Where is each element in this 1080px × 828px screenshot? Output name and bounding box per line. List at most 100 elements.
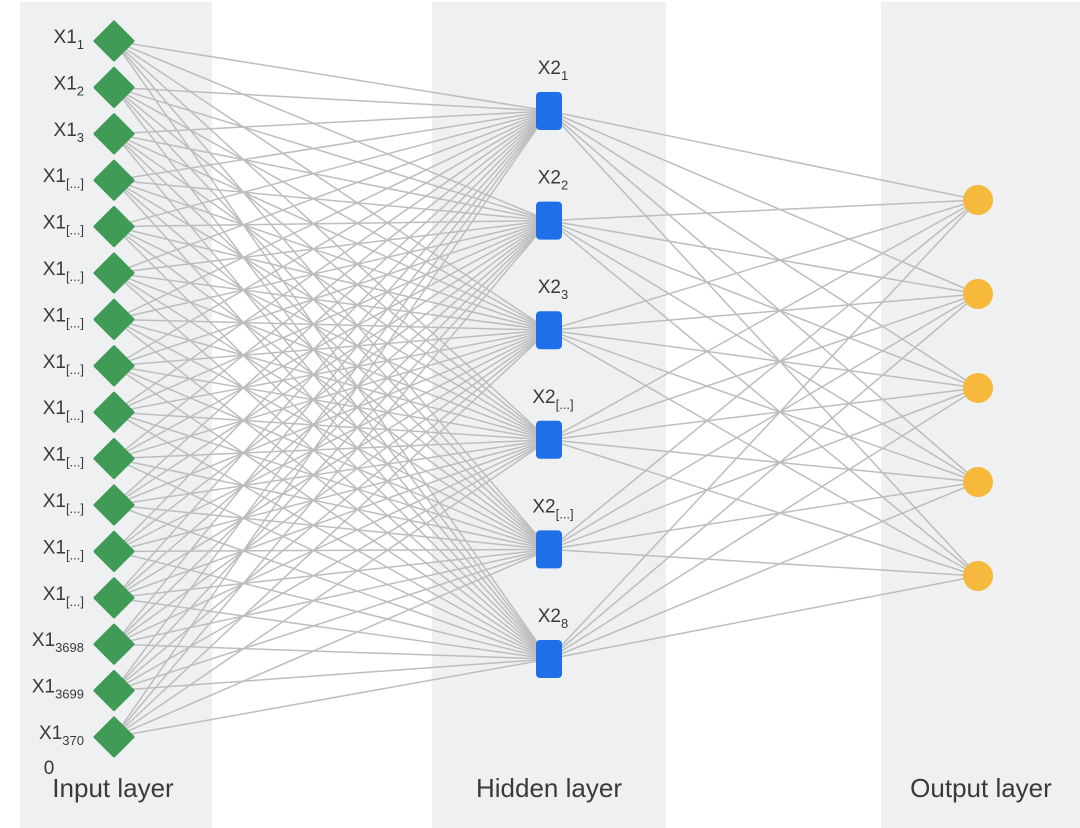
input-node-label-16: X1370: [39, 723, 84, 748]
hidden-node-label-3: X23: [538, 277, 568, 302]
hidden-node-3: [536, 311, 562, 350]
edge-input-1-hidden-1: [113, 40, 550, 112]
input-node-label-13: X1[...]: [43, 584, 84, 609]
edge-input-15-hidden-4: [113, 439, 550, 692]
edge-hidden-4-output-3: [548, 387, 979, 441]
edge-hidden-3-output-1: [548, 199, 979, 331]
edge-hidden-5-output-5: [548, 548, 979, 577]
edge-input-6-hidden-5: [113, 272, 550, 551]
input-node-label-9: X1[...]: [43, 398, 84, 423]
edge-input-6-hidden-6: [113, 272, 550, 660]
edge-hidden-6-output-5: [548, 575, 979, 660]
edge-hidden-4-output-1: [548, 199, 979, 441]
edge-input-8-hidden-1: [113, 110, 550, 367]
edge-input-6-hidden-2: [113, 219, 550, 274]
input-node-15: [93, 670, 135, 712]
input-node-1: [93, 20, 135, 62]
edge-input-15-hidden-5: [113, 548, 550, 692]
edge-input-2-hidden-2: [113, 86, 550, 222]
edge-input-3-hidden-4: [113, 133, 550, 441]
output-node-4: [963, 467, 993, 497]
input-node-16: [93, 716, 135, 758]
input-node-label-11: X1[...]: [43, 491, 84, 516]
hidden-node-label-6: X28: [538, 606, 568, 631]
edge-input-15-hidden-6: [113, 658, 550, 692]
edge-input-2-hidden-5: [113, 86, 550, 550]
edge-hidden-2-output-2: [548, 219, 979, 295]
edge-input-8-hidden-6: [113, 365, 550, 660]
edge-hidden-6-output-3: [548, 387, 979, 660]
edge-input-13-hidden-5: [113, 548, 550, 599]
edge-input-9-hidden-3: [113, 329, 550, 413]
hidden-node-label-4: X2[...]: [532, 387, 573, 412]
edge-input-14-hidden-3: [113, 329, 550, 645]
input-layer-label: Input layer: [52, 773, 174, 803]
edge-input-1-hidden-2: [113, 40, 550, 222]
edge-input-10-hidden-4: [113, 439, 550, 460]
output-layer-band: [881, 2, 1080, 828]
edge-input-3-hidden-3: [113, 133, 550, 331]
edge-hidden-2-output-5: [548, 220, 979, 577]
edge-input-7-hidden-1: [113, 110, 550, 321]
edge-input-14-hidden-6: [113, 643, 550, 660]
edge-hidden-1-output-4: [548, 110, 979, 483]
hidden-node-label-1: X21: [538, 58, 568, 83]
edge-input-7-hidden-2: [113, 219, 550, 321]
edge-input-11-hidden-4: [113, 439, 550, 506]
edge-input-2-hidden-6: [113, 86, 550, 660]
edge-hidden-3-output-5: [548, 329, 979, 577]
edge-hidden-3-output-4: [548, 329, 979, 483]
input-node-label-10: X1[...]: [43, 445, 84, 470]
edge-input-1-hidden-5: [113, 40, 550, 550]
edge-hidden-5-output-4: [548, 481, 979, 551]
input-node-label-12: X1[...]: [43, 537, 84, 562]
edge-input-14-hidden-5: [113, 548, 550, 645]
edge-input-4-hidden-6: [113, 179, 550, 660]
edge-input-2-hidden-4: [113, 86, 550, 441]
edge-input-16-hidden-1: [113, 110, 550, 738]
edge-input-10-hidden-6: [113, 457, 550, 660]
edge-input-4-hidden-3: [113, 179, 550, 331]
edge-input-15-hidden-2: [113, 220, 550, 692]
edge-input-9-hidden-5: [113, 411, 550, 551]
edge-input-5-hidden-1: [113, 110, 550, 228]
input-node-label-2: X12: [54, 73, 84, 98]
edge-input-4-hidden-4: [113, 179, 550, 441]
edge-hidden-5-output-3: [548, 387, 979, 551]
edge-input-7-hidden-4: [113, 318, 550, 441]
input-node-label-4: X1[...]: [43, 166, 84, 191]
edge-input-11-hidden-2: [113, 219, 550, 506]
edge-input-1-hidden-3: [113, 40, 550, 331]
output-node-3: [963, 373, 993, 403]
input-node-11: [93, 484, 135, 526]
output-node-5: [963, 561, 993, 591]
edge-input-1-hidden-4: [113, 40, 550, 441]
edge-input-8-hidden-4: [113, 365, 550, 441]
edge-hidden-4-output-2: [548, 293, 979, 441]
edge-input-13-hidden-6: [113, 597, 550, 660]
edge-input-15-hidden-3: [113, 329, 550, 692]
input-node-label-14: X13698: [32, 630, 84, 655]
edge-input-6-hidden-1: [113, 110, 550, 274]
edge-hidden-2-output-3: [548, 219, 979, 389]
edge-hidden-3-output-2: [548, 293, 979, 331]
edge-input-11-hidden-1: [113, 110, 550, 506]
edge-input-6-hidden-4: [113, 272, 550, 441]
edge-input-16-hidden-4: [113, 439, 550, 738]
edge-input-14-hidden-1: [113, 110, 550, 645]
input-node-8: [93, 345, 135, 387]
edge-input-12-hidden-6: [113, 550, 550, 660]
hidden-node-1: [536, 92, 562, 130]
edge-input-11-hidden-6: [113, 504, 550, 660]
edge-input-6-hidden-3: [113, 272, 550, 331]
edge-input-9-hidden-2: [113, 219, 550, 413]
hidden-node-4: [536, 420, 562, 459]
edge-input-11-hidden-3: [113, 329, 550, 506]
edge-input-4-hidden-5: [113, 179, 550, 550]
edge-input-5-hidden-4: [113, 225, 550, 441]
edge-input-5-hidden-6: [113, 226, 550, 660]
edge-input-2-hidden-1: [113, 86, 550, 112]
edge-input-7-hidden-3: [113, 318, 550, 331]
output-node-1: [963, 185, 993, 215]
